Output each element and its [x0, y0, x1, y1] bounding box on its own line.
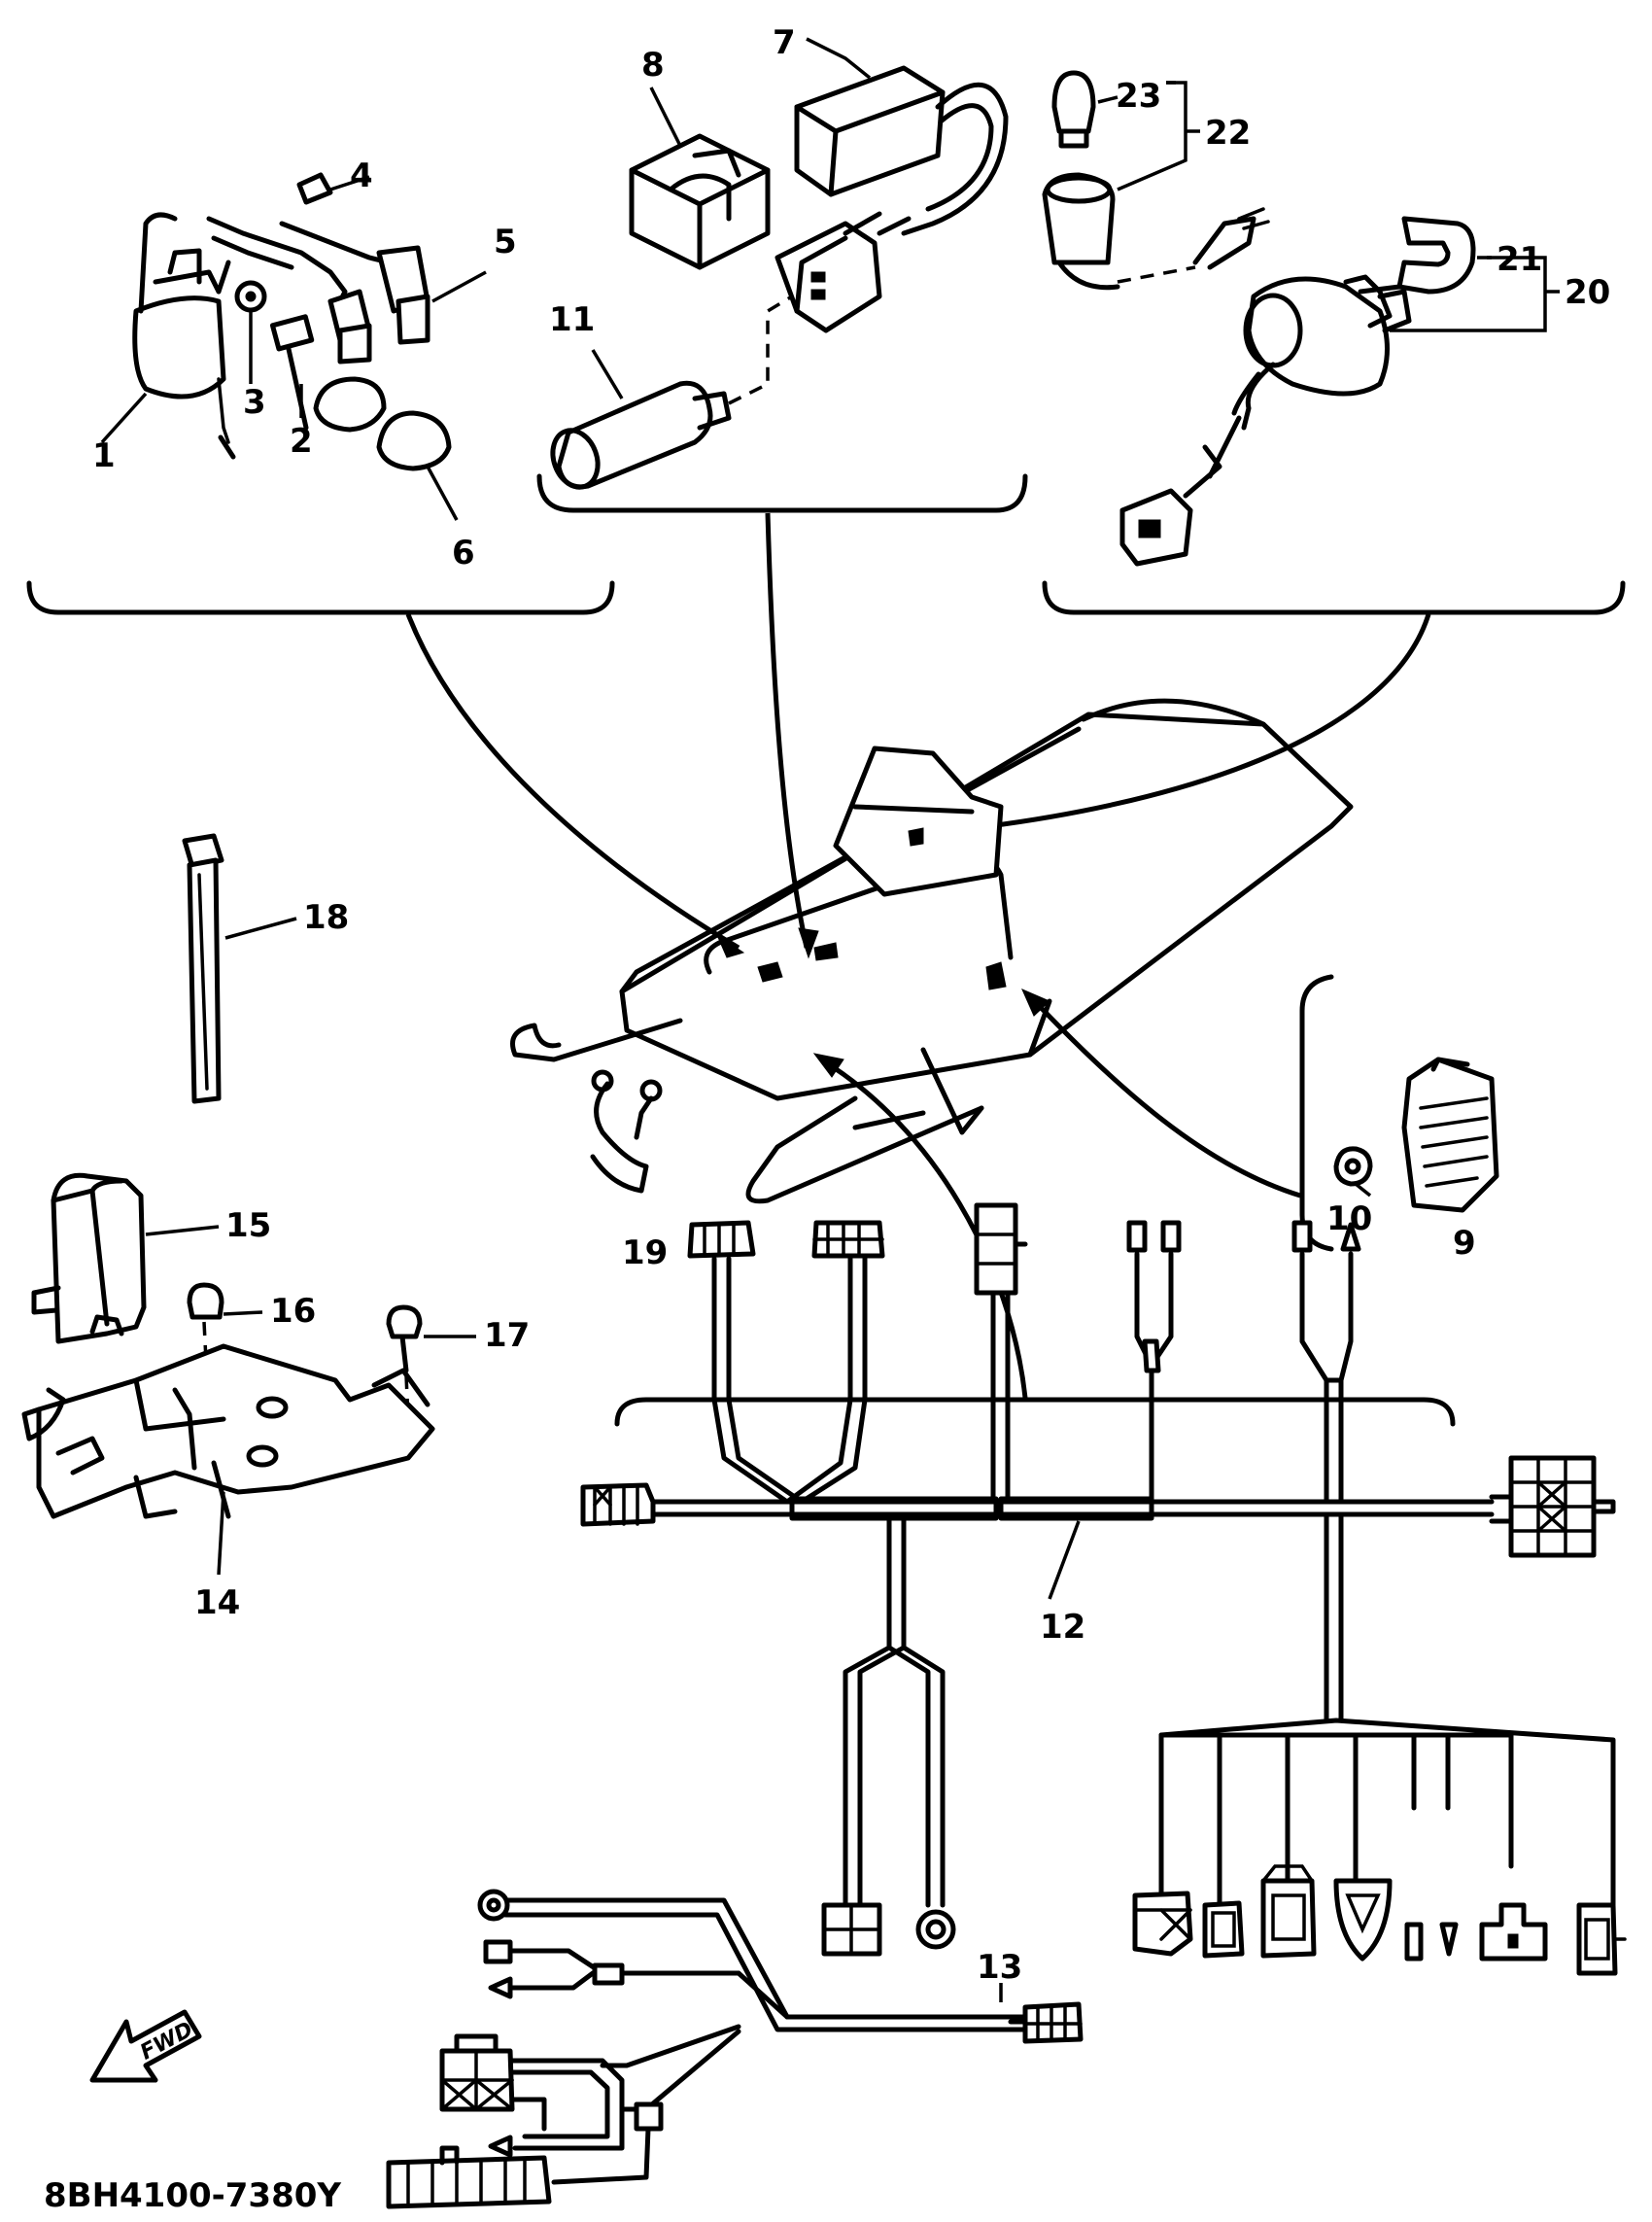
- callout-22: 22: [1205, 114, 1251, 153]
- callout-14: 14: [194, 1583, 240, 1622]
- callout-11: 11: [549, 300, 595, 339]
- group-bracket-mainswitch: [936, 580, 1626, 845]
- group-bracket-regulator: [1021, 974, 1334, 1252]
- drawing-code: 8BH4100-7380Y: [44, 2176, 341, 2215]
- part-screw: [386, 1304, 476, 1420]
- snowmobile-illustration: [510, 698, 1354, 1204]
- callout-6: 6: [452, 534, 475, 573]
- part-ignition-coil: [100, 212, 236, 460]
- part-wire-harness: [580, 1202, 1627, 1976]
- callout-20: 20: [1565, 273, 1610, 312]
- part-cdi-unit: [794, 37, 1009, 236]
- part-bulb: [1051, 70, 1119, 149]
- group-bracket-cdi: [536, 473, 1028, 959]
- bracket-20: [1390, 256, 1560, 332]
- part-indicator-socket: [1042, 172, 1270, 291]
- callout-4: 4: [350, 156, 373, 195]
- callout-2: 2: [290, 422, 313, 461]
- callout-10: 10: [1326, 1199, 1372, 1238]
- part-relay-cover: [629, 87, 771, 270]
- part-regulator: [1401, 1057, 1499, 1213]
- group-bracket-harness: [614, 1053, 1456, 1427]
- part-nut-10: [1333, 1146, 1373, 1198]
- callout-21: 21: [1497, 240, 1542, 279]
- callout-15: 15: [225, 1206, 271, 1245]
- callout-18: 18: [303, 898, 349, 937]
- part-bolt: [269, 314, 315, 431]
- part-cylinder-component: [550, 295, 793, 490]
- part-main-switch: [1119, 274, 1412, 567]
- bracket-22: [1117, 81, 1200, 191]
- callout-17: 17: [484, 1316, 530, 1355]
- part-washer: [234, 280, 267, 384]
- part-grommets: [313, 376, 459, 521]
- callout-12: 12: [1040, 1608, 1085, 1647]
- part-cover: [31, 1172, 220, 1344]
- callout-1: 1: [92, 436, 116, 475]
- part-sub-harness: [386, 1889, 1084, 2209]
- callout-9: 9: [1453, 1224, 1476, 1263]
- part-bracket-plate: [21, 1343, 435, 1576]
- group-bracket-ignition: [26, 580, 745, 958]
- part-clip: [590, 1069, 663, 1194]
- callout-23: 23: [1116, 77, 1161, 116]
- callout-3: 3: [243, 383, 266, 422]
- callout-19: 19: [622, 1233, 668, 1272]
- part-spark-plug-caps: [206, 216, 487, 365]
- callout-5: 5: [494, 223, 517, 261]
- callout-7: 7: [773, 23, 796, 62]
- callout-13: 13: [977, 1948, 1022, 1987]
- callout-16: 16: [270, 1292, 316, 1331]
- callout-8: 8: [641, 46, 665, 85]
- part-plug-cap-small: [296, 172, 370, 205]
- forward-direction-arrow: FWD: [89, 2009, 202, 2083]
- callout-labels: 1 2 3 4 5 6 7 8 9 10 11 12 13 14 15 16 1…: [92, 23, 1610, 1987]
- part-cdi-connector: [774, 211, 912, 333]
- part-cable-tie: [182, 833, 297, 1104]
- part-key: [1358, 216, 1476, 295]
